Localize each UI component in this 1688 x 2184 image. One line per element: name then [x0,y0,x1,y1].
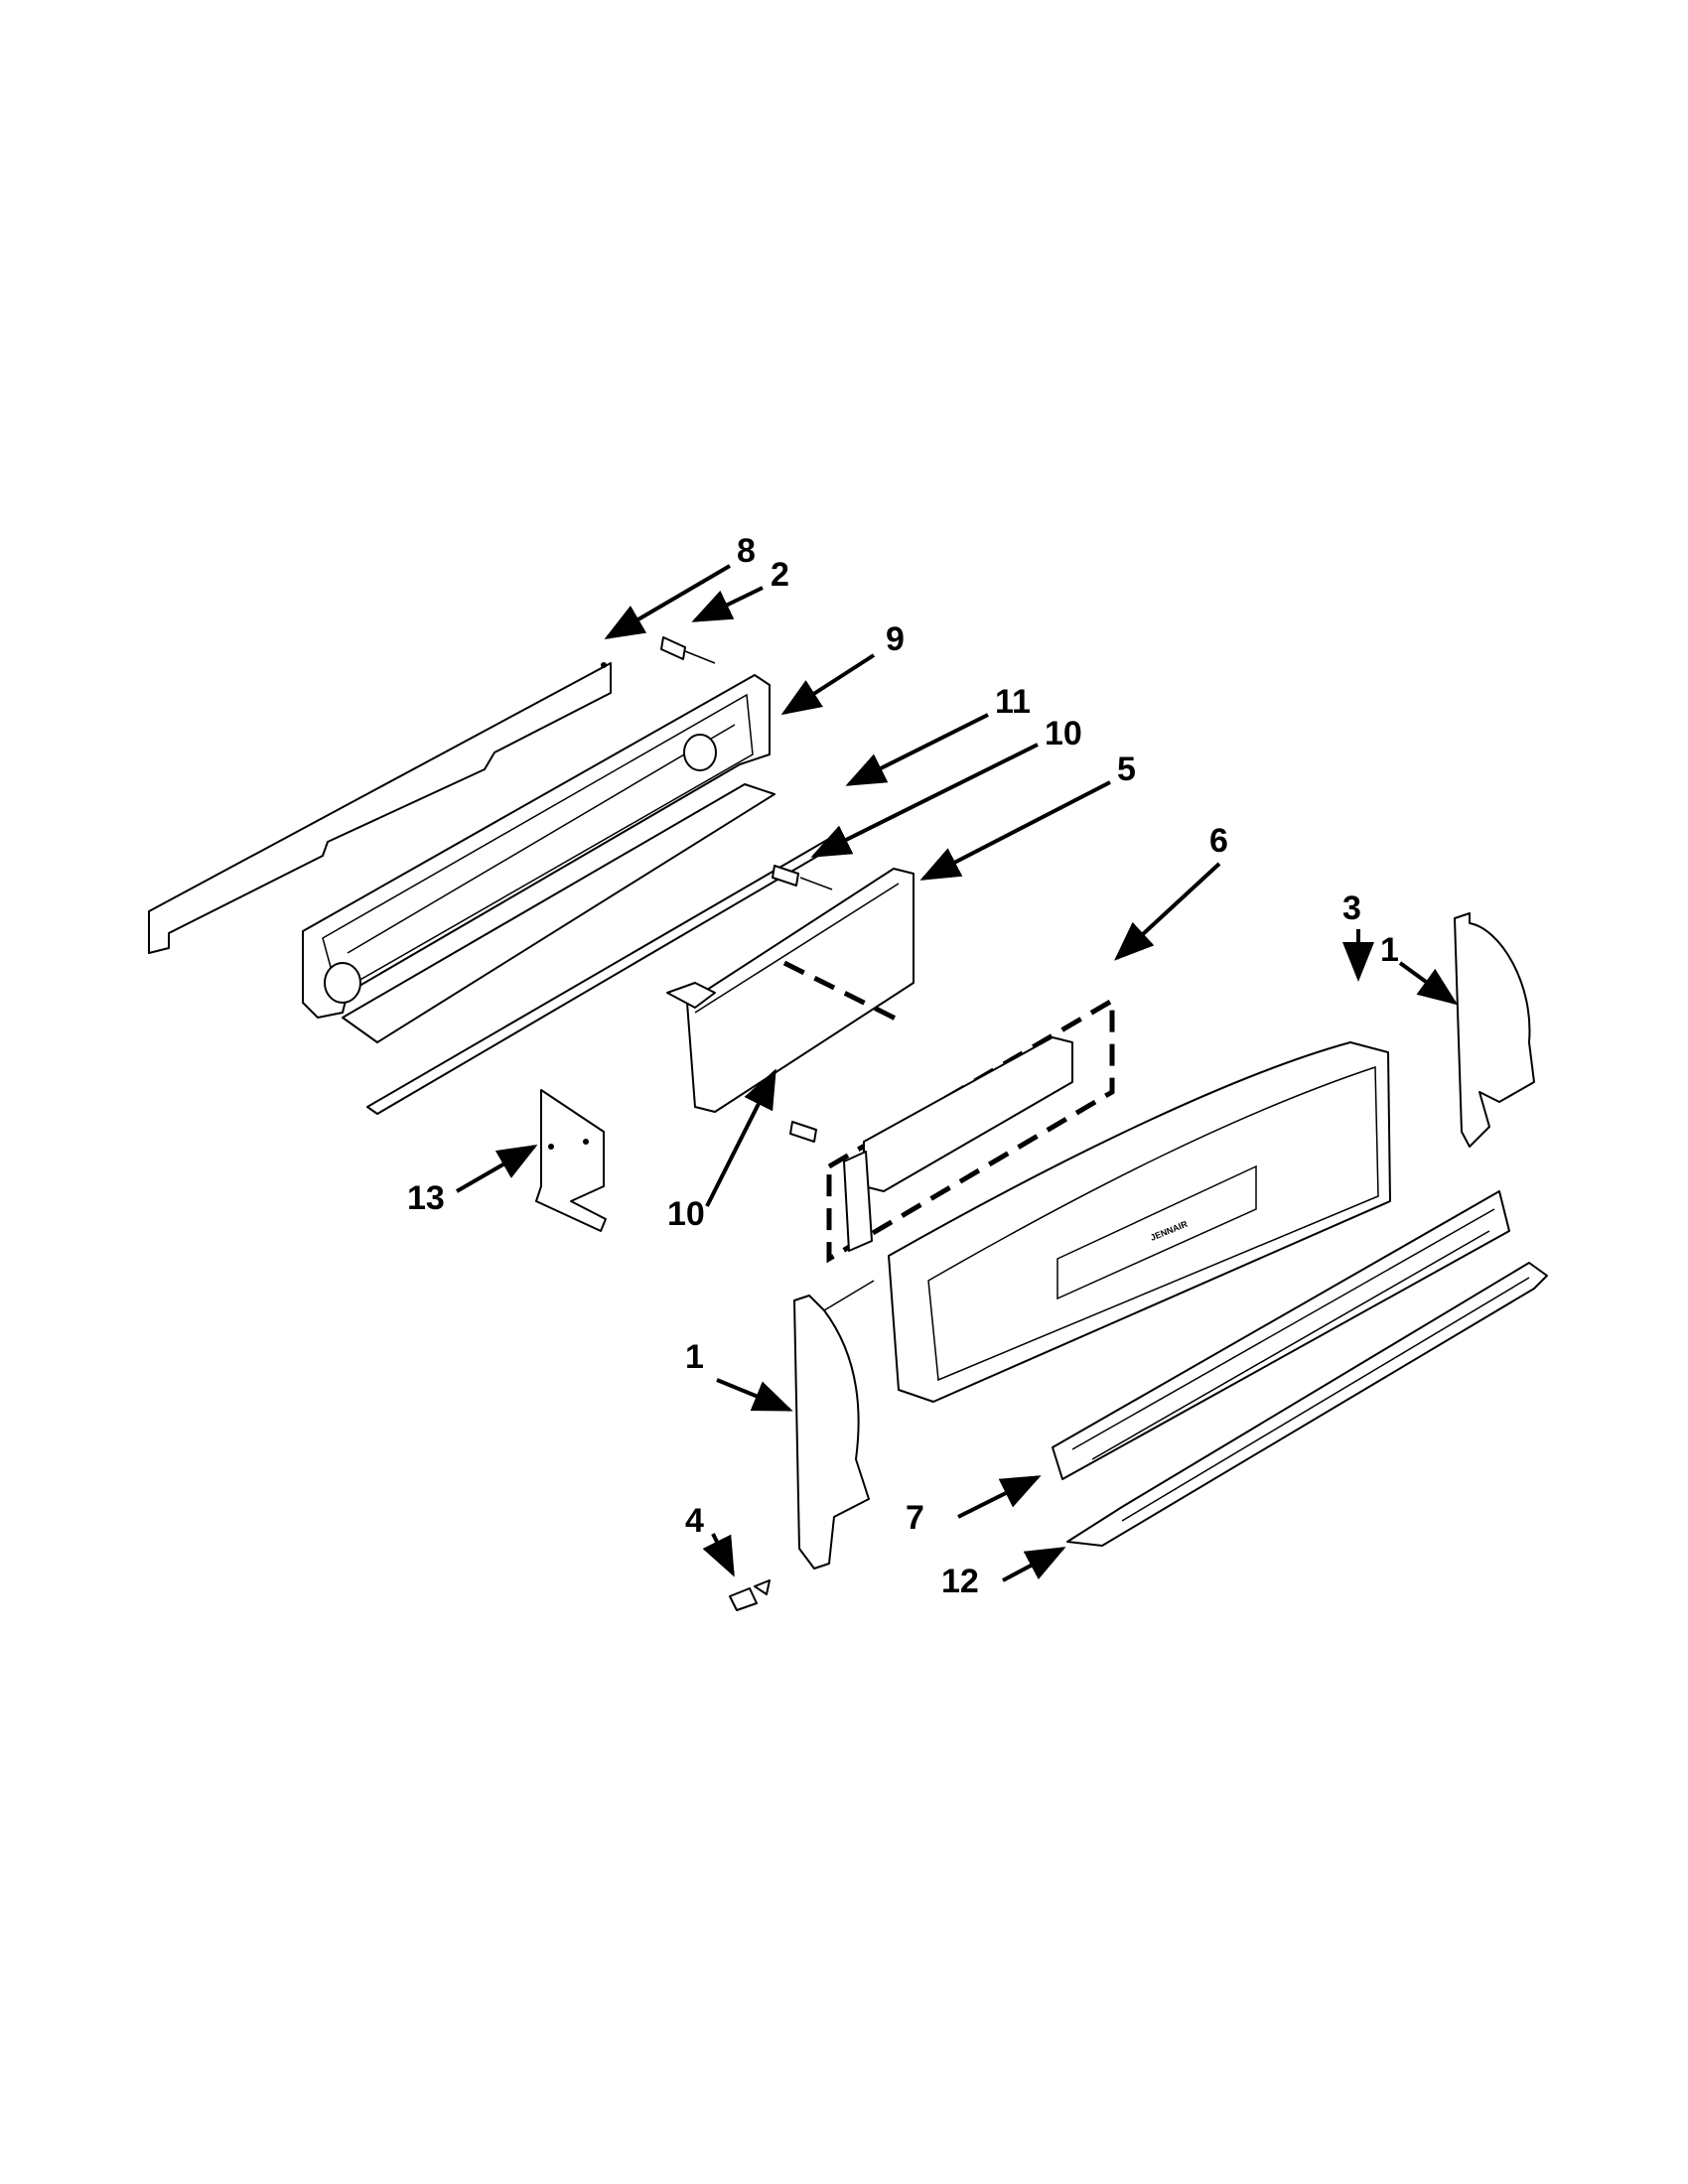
callout-11: 11 [995,683,1031,721]
callout-1-right: 1 [1380,931,1399,969]
part-7-vent-trim [1052,1190,1510,1480]
callout-5: 5 [1117,751,1136,788]
part-10-screw-lower [789,1121,817,1143]
part-13-bracket [535,1089,607,1232]
part-10-screw-upper [772,865,833,890]
leader-lines [456,564,1459,1582]
callout-2: 2 [771,556,789,594]
callout-4: 4 [685,1502,704,1540]
part-8-rear-panel [148,662,612,954]
part-12-lower-trim [1066,1262,1548,1547]
callout-6: 6 [1209,822,1228,860]
part-1-end-cap-right [1454,912,1535,1148]
part-1-end-cap-left [793,1280,875,1570]
part-3-control-panel: JENNAIR [888,1041,1391,1403]
callout-10-upper: 10 [1045,715,1082,752]
part-9-backguard-frame [302,674,775,1043]
callout-10-lower: 10 [667,1195,705,1233]
callout-13: 13 [407,1179,445,1217]
part-2-screw [660,636,716,664]
right-vent-circle [683,734,717,771]
left-vent-circle [324,962,361,1004]
callout-1-left: 1 [685,1338,704,1376]
callout-labels: 8 2 9 11 10 5 6 3 1 13 10 1 4 7 12 [407,532,1399,1600]
part-6-electronic-control-group [782,960,1115,1264]
callout-9: 9 [886,620,905,658]
callout-8: 8 [737,532,756,570]
part-5-control-box [666,868,914,1113]
callout-3: 3 [1342,889,1361,927]
callout-12: 12 [941,1563,979,1600]
callout-7: 7 [906,1499,924,1537]
part-4-screw [729,1579,771,1611]
